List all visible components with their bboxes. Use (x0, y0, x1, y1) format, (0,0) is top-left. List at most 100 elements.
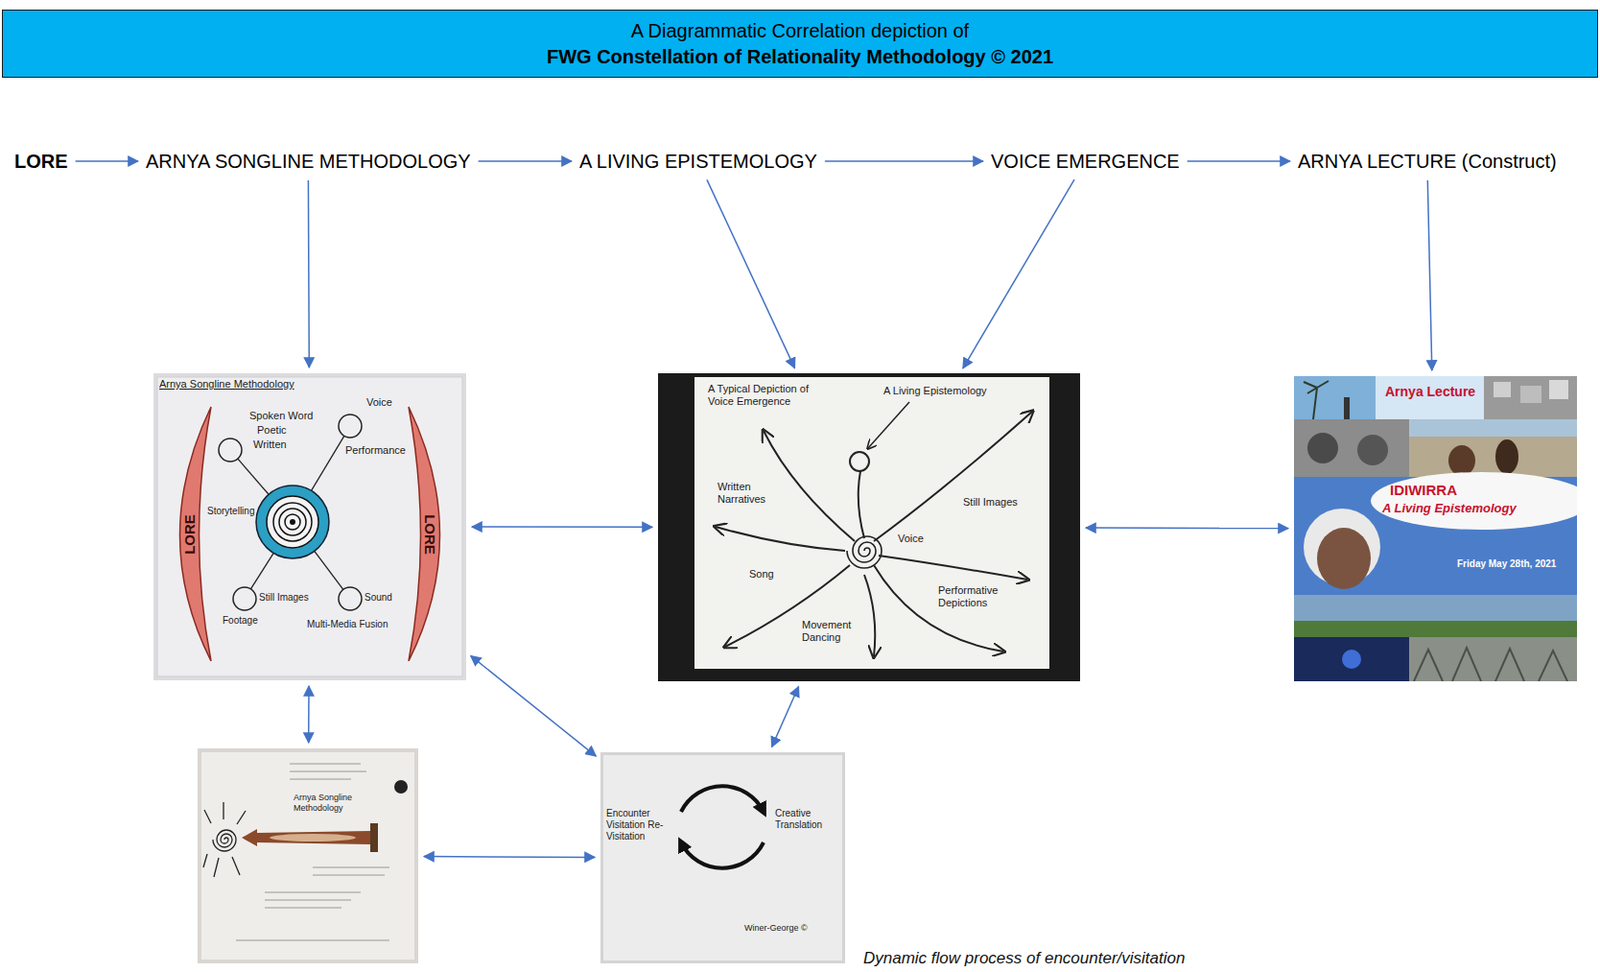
sketch-label: Written Narratives (717, 480, 777, 506)
sketch-panel: Encounter Visitation Re-Visitation Creati… (600, 752, 846, 964)
sketch-label: Song (749, 567, 775, 581)
lecture-poster (1317, 527, 1371, 589)
step-label: VOICE EMERGENCE (990, 149, 1180, 173)
sketch-label: A Living Epistemology (883, 384, 988, 398)
lecture-poster (1357, 434, 1389, 466)
cycle-sketch (681, 842, 764, 869)
songline-arrow-sketch (269, 833, 356, 842)
sketch-label: A Typical Depiction of Voice Emergence (707, 382, 833, 408)
songline-sketch (233, 587, 257, 611)
songline-arrow-sketch (235, 763, 390, 941)
cycle-sketch (600, 752, 846, 964)
songline-sketch (289, 518, 296, 525)
songline-sketch (338, 587, 362, 611)
sketch-panel: Arnya Songline MethodologyLORE LORE Spoken… (153, 373, 467, 681)
voice-sketch (658, 373, 1081, 682)
songline-arrow-sketch (222, 801, 224, 820)
songline-sketch (311, 435, 345, 491)
songline-arrow-sketch (289, 778, 352, 780)
title-banner: A Diagrammatic Correlation depiction ofF… (1, 9, 1599, 78)
songline-sketch (256, 485, 330, 559)
voice-sketch (847, 536, 882, 568)
songline-arrow-sketch (312, 867, 390, 869)
flow-arrow (470, 655, 597, 756)
sketch-label: Encounter Visitation Re-Visitation (606, 807, 668, 843)
flow-arrow (706, 179, 796, 368)
songline-arrow-sketch (213, 857, 219, 877)
lecture-poster (1520, 385, 1542, 403)
voice-sketch (864, 574, 875, 657)
flow-arrow (1187, 160, 1291, 163)
poster-panel: Arnya LectureIDIWIRRAA Living Epistemolo… (1294, 376, 1577, 682)
flow-arrow (307, 180, 310, 368)
lecture-poster (1495, 439, 1519, 474)
flow-arrow (1427, 180, 1433, 371)
sketch-label: Multi-Media Fusion (306, 618, 388, 631)
lecture-poster (1307, 432, 1339, 464)
voice-sketch (694, 376, 1050, 669)
flow-step: ARNYA LECTURE (Construct) (1295, 147, 1559, 175)
lecture-poster (1294, 636, 1410, 682)
step-label: ARNYA SONGLINE METHODOLOGY (145, 149, 471, 173)
sketch-label: IDIWIRRA (1389, 481, 1458, 499)
songline-arrow-sketch (241, 828, 371, 847)
sketch-label: Voice (366, 396, 393, 409)
voice-sketch (878, 555, 1028, 580)
songline-sketch (279, 508, 306, 536)
diagram-title: FWG Constellation of Relationality Metho… (546, 44, 1054, 71)
lecture-poster (1341, 649, 1362, 669)
sketch-label: Spoken Word (249, 409, 313, 423)
songline-sketch (157, 376, 463, 677)
flow-arrow (963, 179, 1075, 369)
voice-sketch (658, 373, 1081, 682)
lecture-poster (1483, 376, 1577, 420)
lecture-poster (1413, 647, 1568, 682)
step-label: ARNYA LECTURE (Construct) (1297, 149, 1557, 173)
songline-arrow-sketch (235, 940, 390, 942)
songline-sketch (338, 414, 362, 438)
flow-arrow (1085, 526, 1289, 529)
lecture-poster (1343, 397, 1350, 420)
flow-arrow (307, 685, 310, 743)
songline-sketch (180, 406, 212, 661)
lecture-poster (1409, 419, 1577, 477)
flow-arrow (423, 855, 595, 858)
sketch-label: Still Images (963, 495, 1018, 509)
songline-sketch (250, 553, 274, 589)
lecture-poster (1409, 419, 1577, 437)
sketch-label: Creative Translation (775, 807, 843, 831)
sketch-panel: Arnya Songline Methodology (197, 748, 419, 964)
flow-arrow (478, 160, 572, 163)
lecture-poster (1409, 636, 1577, 682)
step-label: LORE (14, 149, 69, 173)
voice-sketch (715, 401, 1033, 657)
songline-arrow-sketch (203, 853, 208, 868)
songline-sketch (266, 495, 319, 548)
sketch-panel: A Typical Depiction of Voice Emergence A … (658, 373, 1081, 682)
flow-step: LORE (12, 147, 71, 175)
sketch-label: Winer-George © (744, 922, 808, 934)
lecture-poster (1294, 419, 1410, 477)
songline-sketch (218, 438, 242, 462)
flow-arrow (471, 525, 653, 528)
songline-arrow-sketch (212, 829, 236, 851)
sketch-label: Arnya Songline Methodology (159, 377, 295, 391)
songline-sketch (408, 406, 441, 661)
sketch-label: Movement Dancing (801, 618, 860, 644)
sketch-label: Performative Depictions (938, 584, 1030, 610)
step-label: A LIVING EPISTEMOLOGY (579, 149, 818, 173)
sketch-label: Written (253, 438, 287, 451)
songline-arrow-sketch (289, 771, 367, 773)
lecture-poster (1303, 380, 1329, 420)
songline-sketch (153, 373, 467, 681)
flow-arrow (824, 160, 984, 163)
lecture-poster (1549, 379, 1569, 400)
songline-arrow-sketch (201, 752, 415, 960)
sketch-label: LORE (421, 514, 439, 555)
sketch-label: Poetic (257, 423, 287, 437)
sketch-label: LORE (181, 514, 199, 555)
voice-sketch (873, 411, 1033, 542)
flow-step: VOICE EMERGENCE (988, 147, 1182, 175)
lecture-poster (1493, 381, 1511, 398)
